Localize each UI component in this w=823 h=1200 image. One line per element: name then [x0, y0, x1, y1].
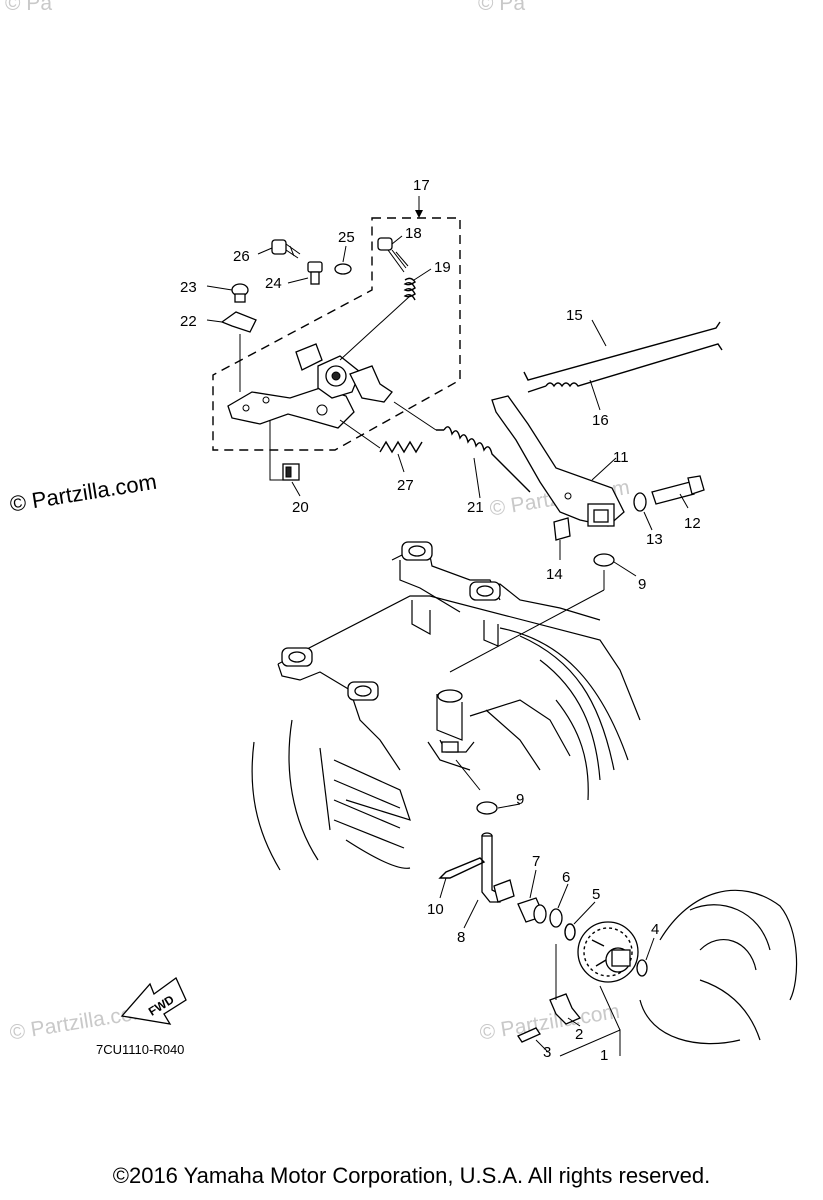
washer-9-lower [476, 801, 498, 815]
callout-9-lower: 9 [516, 791, 524, 808]
governor-lever-bracket [227, 343, 393, 429]
spring-19-link [339, 295, 411, 361]
callout-1: 1 [600, 1047, 608, 1064]
governor-gear [577, 921, 639, 983]
callout-27: 27 [397, 477, 414, 494]
bolt-12 [651, 475, 705, 505]
washer-9-upper [593, 553, 615, 567]
callout-25: 25 [338, 229, 355, 246]
clamp-22 [220, 311, 257, 333]
collar-14 [553, 517, 571, 541]
rod-15 [523, 321, 721, 381]
callout-9-upper: 9 [638, 576, 646, 593]
watermark-top-middle: © Pa [478, 0, 525, 15]
washer-25 [334, 263, 352, 275]
callout-16: 16 [592, 412, 609, 429]
spring-19 [403, 277, 416, 301]
assembly-17-outline [212, 217, 461, 451]
sleeve-7 [517, 897, 547, 924]
engine-block [251, 541, 641, 871]
callout-23: 23 [180, 279, 197, 296]
callout-7: 7 [532, 853, 540, 870]
bolt-24 [307, 261, 323, 285]
callout-12: 12 [684, 515, 701, 532]
callout-3: 3 [543, 1044, 551, 1061]
washer-13 [633, 492, 647, 512]
spring-21 [436, 426, 531, 493]
callout-4: 4 [651, 921, 659, 938]
bracket-2 [549, 993, 582, 1025]
collar-20 [282, 463, 300, 481]
circlip-5 [564, 923, 576, 941]
callout-13: 13 [646, 531, 663, 548]
spring-27 [379, 440, 423, 454]
callout-15: 15 [566, 307, 583, 324]
screw-23 [231, 283, 249, 303]
watermark-top-left: © Pa [5, 0, 52, 15]
group-1-right [599, 985, 621, 1031]
callout-17: 17 [413, 177, 430, 194]
callout-numbers: 17 25 18 26 19 24 23 22 15 16 11 27 20 2… [180, 177, 701, 1064]
callout-26: 26 [233, 248, 250, 265]
callout-21: 21 [467, 499, 484, 516]
pin-3 [517, 1027, 541, 1043]
fwd-arrow-icon: FWD [120, 977, 187, 1025]
shaft-line-lower [455, 759, 481, 791]
callout-22: 22 [180, 313, 197, 330]
throttle-lever-11 [491, 395, 625, 527]
callout-11: 11 [613, 449, 629, 466]
callout-6: 6 [562, 869, 570, 886]
reference-code: 7CU1110-R040 [96, 1042, 185, 1057]
callout-5: 5 [592, 886, 600, 903]
leader-20-line [269, 420, 283, 481]
callout-20: 20 [292, 499, 309, 516]
washer-4 [636, 959, 648, 977]
rod-16 [527, 343, 723, 393]
spring-21-link [393, 401, 437, 431]
screw-26 [271, 239, 301, 259]
callout-19: 19 [434, 259, 451, 276]
shaft-line-upper-b [449, 589, 605, 673]
crankcase-right [639, 889, 798, 1045]
callout-14: 14 [546, 566, 563, 583]
clip-10 [438, 857, 486, 879]
washer-6 [549, 908, 563, 928]
callout-2: 2 [575, 1026, 583, 1043]
governor-shaft-8 [481, 832, 515, 903]
copyright-notice: ©2016 Yamaha Motor Corporation, U.S.A. A… [112, 1163, 711, 1188]
spring-27-link [339, 419, 381, 449]
callout-24: 24 [265, 275, 282, 292]
callout-10: 10 [427, 901, 444, 918]
leader-lines [206, 235, 689, 1057]
callout-8: 8 [457, 929, 465, 946]
callout-18: 18 [405, 225, 422, 242]
arrow-17 [415, 210, 423, 218]
